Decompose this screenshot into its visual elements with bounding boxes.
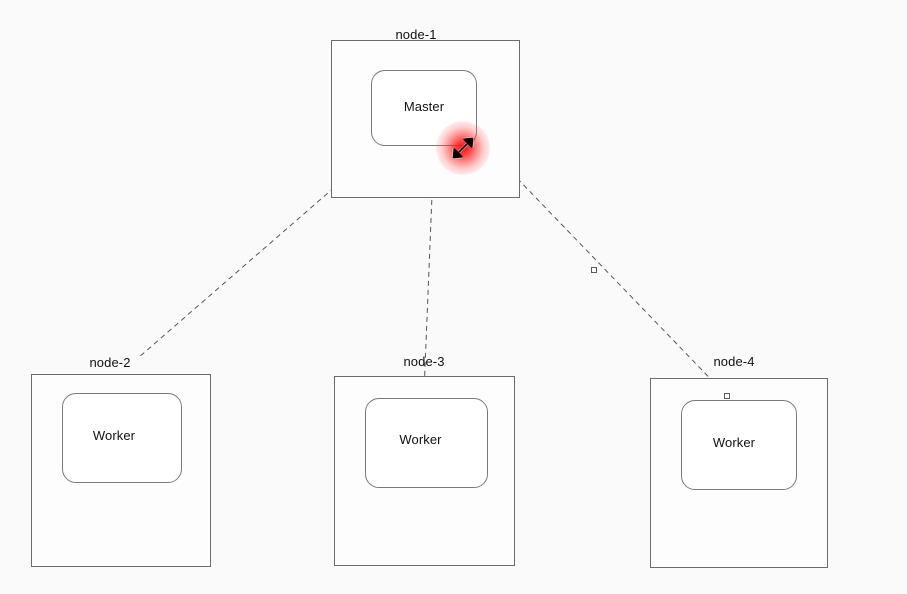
pod-box-worker-node-2[interactable]: Worker xyxy=(62,393,182,483)
pod-box-worker-node-4[interactable]: Worker xyxy=(681,400,797,490)
node-label-node-3: node-3 xyxy=(403,354,445,369)
node-label-node-2: node-2 xyxy=(89,355,131,370)
pod-label-worker-node-2: Worker xyxy=(92,427,136,443)
node-label-node-4: node-4 xyxy=(713,354,755,369)
pod-box-master[interactable]: Master xyxy=(371,70,477,146)
pod-label-worker-node-4: Worker xyxy=(712,434,756,450)
node-label-node-1: node-1 xyxy=(395,27,437,42)
waypoint-handle-icon[interactable] xyxy=(591,267,597,273)
pod-label-master: Master xyxy=(403,98,445,114)
endpoint-handle-icon[interactable] xyxy=(724,393,730,399)
pod-label-worker-node-3: Worker xyxy=(399,431,442,447)
pod-box-worker-node-3[interactable]: Worker xyxy=(365,398,488,488)
